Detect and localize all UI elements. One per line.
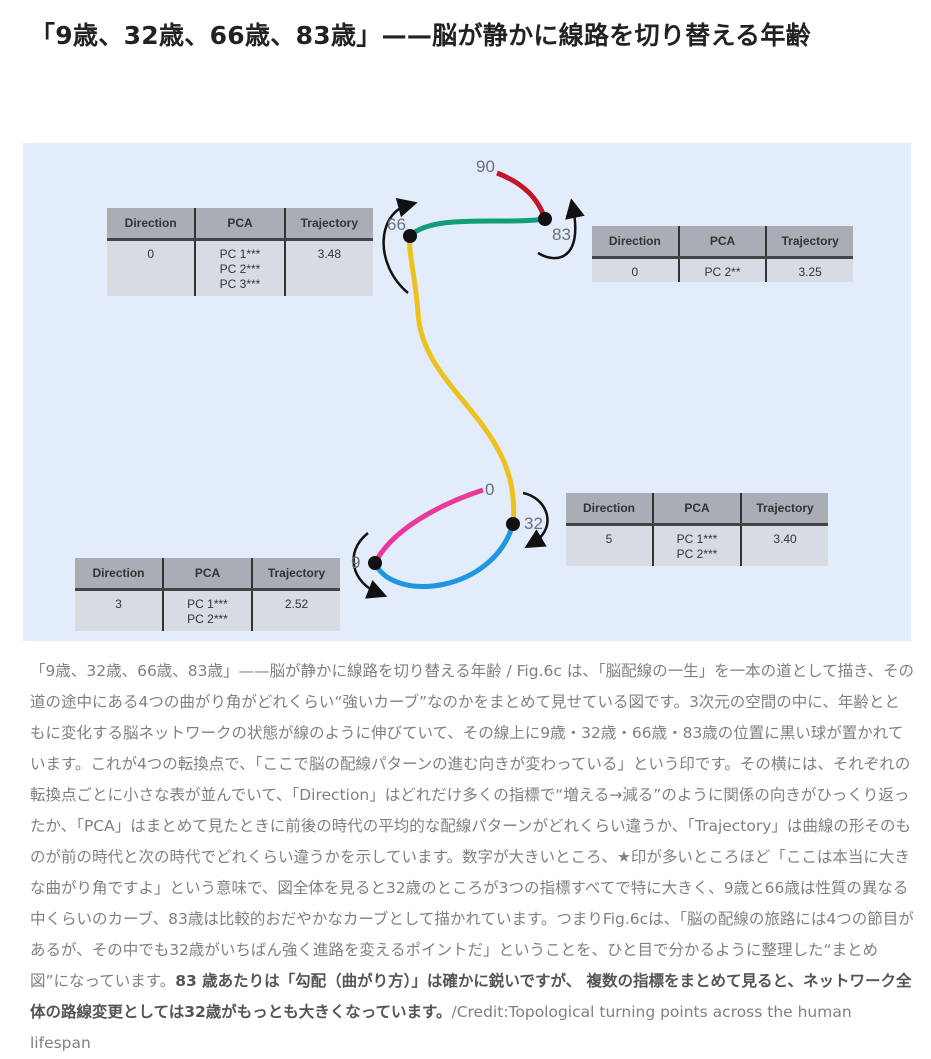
age-label-90: 90 [476, 157, 495, 176]
header-trajectory: Trajectory [251, 558, 340, 588]
trajectory-curve [352, 170, 585, 599]
header-pca: PCA [194, 208, 283, 238]
age-label-9: 9 [351, 553, 361, 572]
cell-direction: 5 [605, 532, 613, 546]
pca-item: PC 2*** [187, 612, 228, 626]
header-pca: PCA [652, 493, 740, 523]
page-title: 「9歳、32歳、66歳、83歳」——脳が静かに線路を切り替える年齢 [30, 21, 811, 50]
rotation-arrow-icon [382, 197, 418, 294]
header-trajectory: Trajectory [740, 493, 828, 523]
turning-point-32 [506, 517, 520, 531]
rotation-arrow-icon [522, 491, 549, 549]
header-direction: Direction [92, 566, 145, 580]
header-pca: PCA [162, 558, 251, 588]
caption-bold-text: 83 歳あたりは「勾配（曲がり方）」は確かに鋭いですが、 複数の指標をまとめて見… [30, 972, 912, 1021]
rotation-arrow-icon [537, 198, 585, 260]
header-direction: Direction [124, 216, 177, 230]
header-trajectory: Trajectory [283, 208, 373, 238]
age-label-32: 32 [524, 514, 543, 533]
caption-text: 「9歳、32歳、66歳、83歳」——脳が静かに線路を切り替える年齢 / Fig.… [30, 662, 915, 990]
header-pca: PCA [677, 226, 766, 256]
cell-trajectory: 3.25 [765, 259, 853, 282]
turning-point-9 [368, 556, 382, 570]
pca-item: PC 1*** [676, 532, 718, 546]
age-label-0: 0 [485, 480, 495, 499]
cell-pca: PC 1***PC 2*** [162, 591, 251, 631]
turning-point-83 [538, 212, 552, 226]
pca-item: PC 2*** [219, 262, 261, 276]
pca-item: PC 2*** [676, 547, 718, 561]
pca-item: PC 3*** [219, 277, 261, 291]
cell-pca: PC 1***PC 2***PC 3*** [194, 241, 283, 296]
header-direction: Direction [608, 234, 661, 248]
header-trajectory: Trajectory [765, 226, 853, 256]
cell-trajectory: 3.40 [740, 526, 828, 566]
figure-caption: 「9歳、32歳、66歳、83歳」——脳が静かに線路を切り替える年齢 / Fig.… [30, 656, 915, 1059]
cell-direction: 0 [147, 247, 154, 261]
pca-item: PC 1*** [219, 247, 261, 261]
age-label-83: 83 [552, 225, 571, 244]
rotation-arrow-icon [352, 532, 388, 599]
cell-trajectory: 2.52 [251, 591, 340, 631]
cell-pca: PC 2** [677, 259, 766, 282]
cell-trajectory: 3.48 [283, 241, 373, 296]
segment-9-32 [372, 523, 516, 589]
pca-item: PC 1*** [187, 597, 228, 611]
header-direction: Direction [582, 501, 635, 515]
cell-direction: 3 [115, 597, 122, 611]
segment-0-9 [372, 487, 484, 565]
segment-32-66 [407, 235, 517, 525]
age-label-66: 66 [387, 215, 406, 234]
cell-direction: 0 [631, 265, 639, 279]
cell-pca: PC 1***PC 2*** [652, 526, 740, 566]
turning-point-66 [403, 229, 417, 243]
segment-66-83 [408, 216, 546, 238]
segment-83-90 [496, 170, 548, 220]
